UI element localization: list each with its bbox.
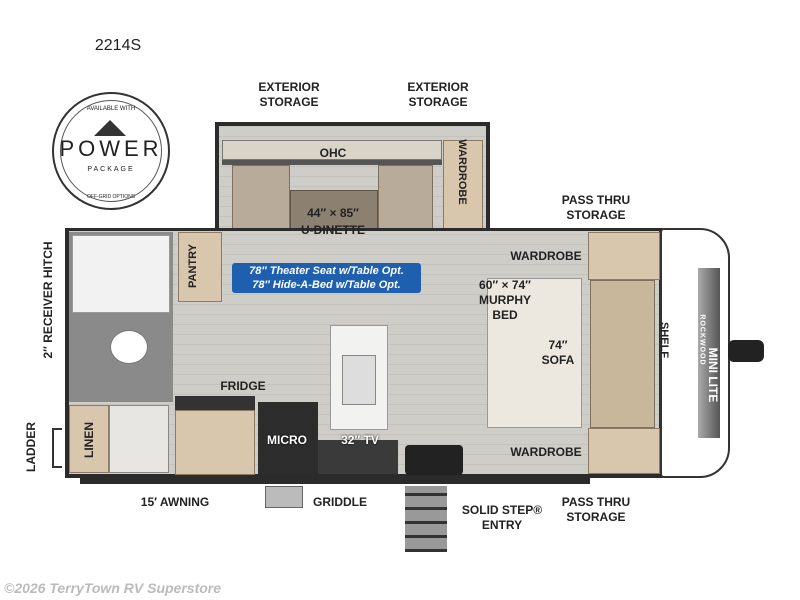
- ladder: [52, 428, 62, 468]
- entry-label: SOLID STEP®ENTRY: [461, 503, 543, 532]
- wardrobe-bottom: [588, 428, 660, 474]
- option-badge: 78″ Theater Seat w/Table Opt. 78″ Hide-A…: [232, 263, 421, 293]
- power-package-logo: AVAILABLE WITH POWER PACKAGE OFF-GRID OP…: [52, 92, 170, 210]
- awning-label: 15′ AWNING: [140, 495, 210, 509]
- overhead-cabinet: [222, 140, 442, 160]
- brand-logo: MINI LITE: [706, 347, 720, 403]
- pantry-label: PANTRY: [187, 244, 199, 288]
- griddle: [265, 486, 303, 508]
- dinette-label: U-DINETTE: [301, 223, 365, 237]
- kitchen-sink: [342, 355, 376, 405]
- sofa: [590, 280, 655, 428]
- entry-steps: [405, 486, 447, 552]
- wardrobe-top-label: WARDROBE: [510, 249, 582, 263]
- ladder-label: LADDER: [24, 422, 38, 472]
- ohc-label: OHC: [319, 146, 347, 160]
- model-number: 2214S: [94, 37, 142, 54]
- shelf-label: SHELF: [658, 321, 670, 359]
- entry-step-mat: [405, 445, 463, 475]
- cap-graphic: [698, 268, 720, 438]
- wardrobe-slide-label: WARDROBE: [456, 139, 468, 205]
- murphy-bed: [487, 278, 582, 428]
- awning: [80, 478, 590, 484]
- mountain-icon: [94, 120, 126, 136]
- bath-sink: [109, 405, 169, 473]
- pantry: [178, 232, 222, 302]
- linen-cabinet: [69, 405, 109, 473]
- watermark: ©2026 TerryTown RV Superstore: [4, 580, 222, 596]
- wardrobe-slide: [443, 140, 483, 240]
- sofa-label: 74″SOFA: [541, 338, 575, 367]
- micro-label: MICRO: [267, 433, 307, 447]
- shower: [72, 235, 170, 313]
- linen-label: LINEN: [82, 422, 96, 458]
- maker-logo: ROCKWOOD: [698, 314, 706, 366]
- receiver-hitch-label: 2″ RECEIVER HITCH: [41, 241, 55, 359]
- wardrobe-bottom-label: WARDROBE: [510, 445, 582, 459]
- fridge-label: FRIDGE: [220, 379, 266, 393]
- hitch: [728, 340, 764, 362]
- wardrobe-top: [588, 232, 660, 280]
- griddle-label: GRIDDLE: [313, 495, 367, 509]
- dinette-seat-right: [378, 165, 433, 240]
- toilet: [110, 330, 148, 364]
- fridge: [175, 410, 255, 475]
- stove: [258, 402, 318, 474]
- tv-label: 32″ TV: [341, 433, 379, 447]
- dinette-seat-left: [232, 165, 290, 240]
- dinette-size-label: 44″ × 85″: [307, 206, 359, 220]
- kitchen-counter: [318, 440, 398, 474]
